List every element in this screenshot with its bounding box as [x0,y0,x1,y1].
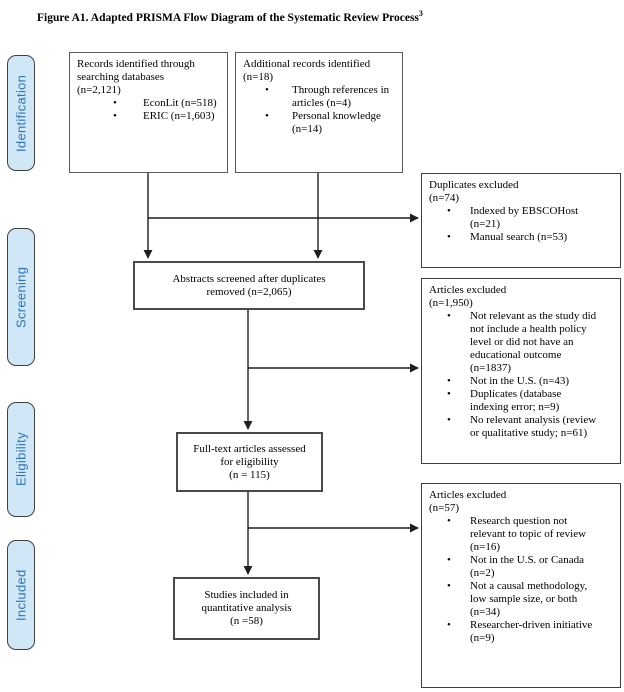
box-records-identified: Records identified through searching dat… [69,52,228,173]
bullet-item: • ERIC (n=1,603) [113,110,223,123]
bullet-item: • Not a causal methodology, low sample s… [447,580,616,619]
duplicates-excluded-bullets: • Indexed by EBSCOHost (n=21) • Manual s… [429,205,616,244]
stage-label-included: Included [7,540,35,650]
bullet-text: No relevant analysis (review or qualitat… [470,414,597,439]
bullet-icon: • [447,619,451,631]
bullet-icon: • [447,414,451,426]
duplicates-excluded-heading: Duplicates excluded (n=74) [429,179,519,204]
bullet-text: EconLit (n=518) [143,97,217,109]
bullet-item: • Manual search (n=53) [447,231,616,244]
bullet-item: • Indexed by EBSCOHost (n=21) [447,205,616,231]
bullet-text: Researcher-driven initiative (n=9) [470,619,593,644]
bullet-text: Duplicates (database indexing error; n=9… [470,388,562,413]
bullet-icon: • [447,375,451,387]
stage-label-screening: Screening [7,228,35,366]
bullet-icon: • [447,205,451,217]
bullet-text: Manual search (n=53) [470,231,568,243]
stage-label-identification: Identification [7,55,35,171]
bullet-icon: • [447,310,451,322]
bullet-icon: • [447,388,451,400]
additional-records-bullets: • Through references in articles (n=4) •… [243,84,398,136]
bullet-text: ERIC (n=1,603) [143,110,215,122]
bullet-item: • Through references in articles (n=4) [265,84,398,110]
figure-title-superscript: 3 [418,9,423,18]
box-additional-records: Additional records identified (n=18) • T… [235,52,403,173]
bullet-icon: • [447,231,451,243]
bullet-icon: • [447,554,451,566]
bullet-item: • Research question not relevant to topi… [447,515,616,554]
articles-excluded-screening-heading: Articles excluded (n=1,950) [429,284,507,309]
bullet-text: Indexed by EBSCOHost (n=21) [470,205,579,230]
bullet-icon: • [113,110,117,122]
box-studies-included: Studies included in quantitative analysi… [173,577,320,640]
bullet-text: Not in the U.S. or Canada (n=2) [470,554,584,579]
bullet-text: Research question not relevant to topic … [470,515,587,553]
bullet-item: • Not in the U.S. (n=43) [447,375,616,388]
bullet-item: • Duplicates (database indexing error; n… [447,388,616,414]
bullet-icon: • [113,97,117,109]
records-identified-heading: Records identified through searching dat… [77,58,195,96]
records-identified-bullets: • EconLit (n=518) • ERIC (n=1,603) [77,97,223,123]
bullet-item: • Not in the U.S. or Canada (n=2) [447,554,616,580]
box-fulltext-assessed: Full-text articles assessed for eligibil… [176,432,323,492]
bullet-item: • Not relevant as the study did not incl… [447,310,616,375]
figure-title-text: Figure A1. Adapted PRISMA Flow Diagram o… [37,11,419,24]
box-articles-excluded-screening: Articles excluded (n=1,950) • Not releva… [421,278,621,464]
box-abstracts-screened: Abstracts screened after duplicates remo… [133,261,365,310]
bullet-text: Not in the U.S. (n=43) [470,375,570,387]
bullet-text: Through references in articles (n=4) [292,84,390,109]
articles-excluded-eligibility-bullets: • Research question not relevant to topi… [429,515,616,645]
bullet-icon: • [265,84,269,96]
bullet-item: • EconLit (n=518) [113,97,223,110]
bullet-text: Not a causal methodology, low sample siz… [470,580,588,618]
stage-label-eligibility: Eligibility [7,402,35,517]
bullet-icon: • [447,580,451,592]
bullet-text: Not relevant as the study did not includ… [470,310,597,374]
studies-included-text: Studies included in quantitative analysi… [201,589,292,627]
bullet-icon: • [265,110,269,122]
bullet-text: Personal knowledge (n=14) [292,110,381,135]
fulltext-assessed-text: Full-text articles assessed for eligibil… [193,442,306,481]
box-articles-excluded-eligibility: Articles excluded (n=57) • Research ques… [421,483,621,688]
bullet-icon: • [447,515,451,527]
bullet-item: • No relevant analysis (review or qualit… [447,414,616,440]
articles-excluded-eligibility-heading: Articles excluded (n=57) [429,489,507,514]
figure-title: Figure A1. Adapted PRISMA Flow Diagram o… [37,7,423,25]
bullet-item: • Personal knowledge (n=14) [265,110,398,136]
bullet-item: • Researcher-driven initiative (n=9) [447,619,616,645]
box-duplicates-excluded: Duplicates excluded (n=74) • Indexed by … [421,173,621,268]
additional-records-heading: Additional records identified (n=18) [243,58,371,83]
articles-excluded-screening-bullets: • Not relevant as the study did not incl… [429,310,616,440]
abstracts-screened-text: Abstracts screened after duplicates remo… [172,272,326,298]
